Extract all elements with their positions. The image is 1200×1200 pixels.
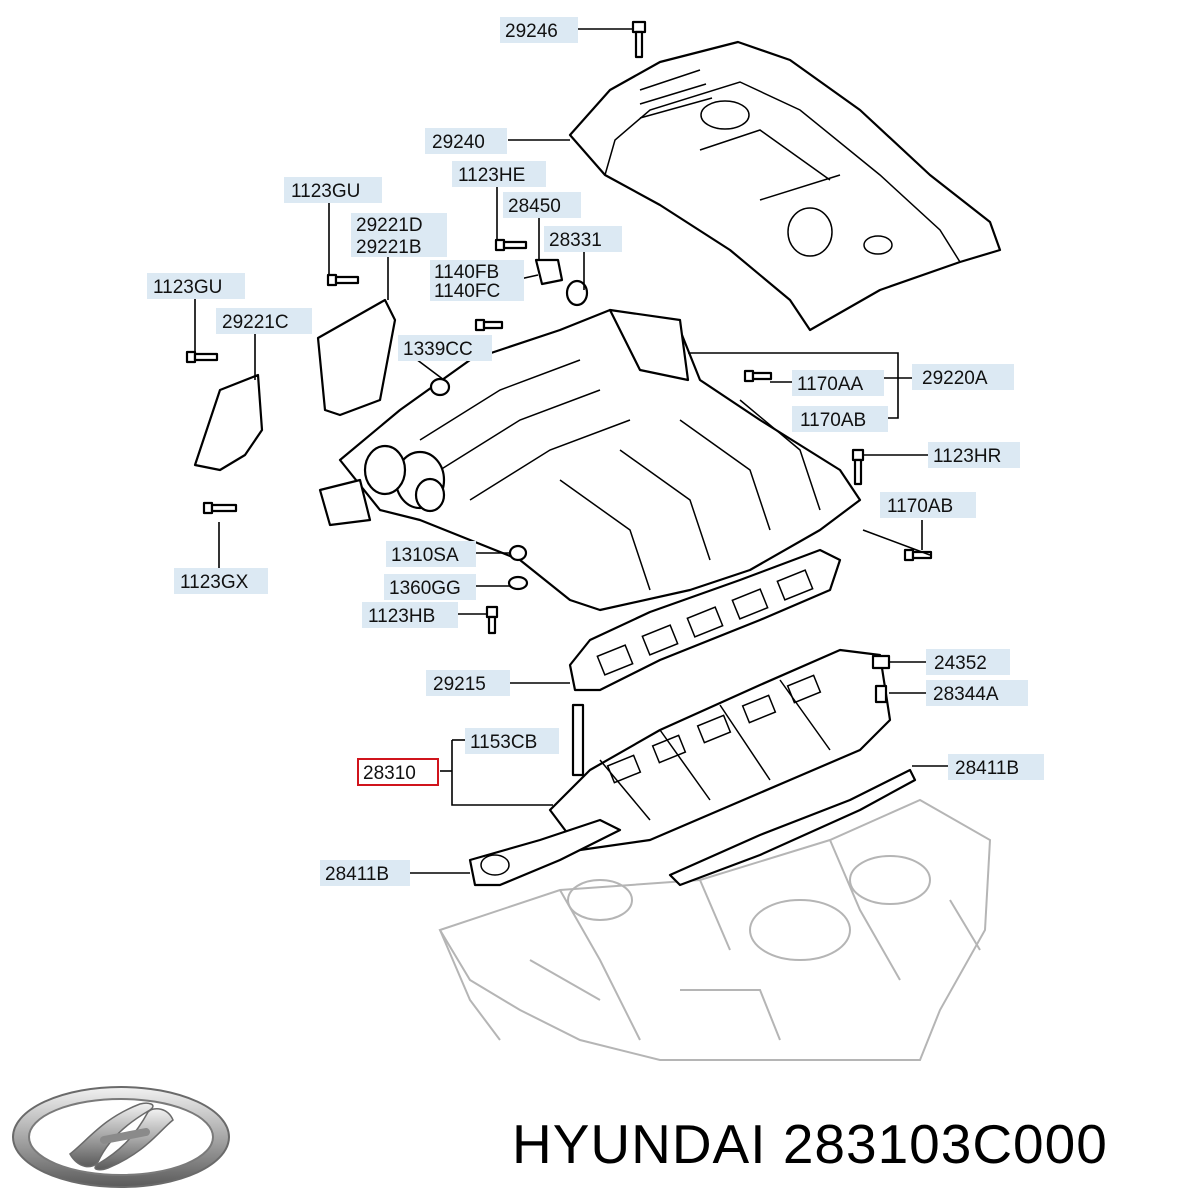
callout-label: 29246: [505, 21, 558, 42]
callout-label: 1170AB: [800, 410, 866, 431]
callout-label: 1360GG: [389, 578, 461, 599]
callout-1170AB-right: 1170AB: [880, 492, 976, 518]
callout-label: 1339CC: [403, 339, 473, 360]
brand-part-heading: HYUNDAI 283103C000: [512, 1112, 1108, 1176]
callout-1123GU-top: 1123GU: [284, 177, 382, 203]
callout-label: 1123HR: [933, 446, 1001, 467]
callout-1170AA: 1170AA: [792, 370, 884, 396]
callout-label: 28450: [508, 196, 561, 217]
callout-label: 28331: [549, 230, 602, 251]
callout-label: 28344A: [933, 684, 999, 705]
callout-24352: 24352: [926, 649, 1010, 675]
callout-28344A: 28344A: [926, 680, 1028, 706]
callout-29246: 29246: [500, 17, 578, 43]
callout-1153CB: 1153CB: [465, 728, 559, 754]
callout-1123HE: 1123HE: [452, 161, 546, 187]
lower-intake-manifold-drawing: [548, 648, 892, 852]
callout-label: 28310: [363, 763, 416, 784]
callout-1123HB: 1123HB: [362, 602, 458, 628]
engine-cover-drawing: [568, 40, 1002, 332]
callout-label: 29220A: [922, 368, 988, 389]
callout-label: 24352: [934, 653, 987, 674]
callout-1140FB: 1140FB: [430, 260, 524, 283]
callout-label: 29215: [433, 674, 486, 695]
callout-29240: 29240: [425, 128, 507, 154]
callout-label: 29221D: [356, 215, 423, 236]
callout-1123HR: 1123HR: [928, 442, 1020, 468]
callout-1310SA: 1310SA: [386, 541, 476, 567]
gasket-drawing: [568, 548, 842, 692]
callout-label: 28411B: [955, 758, 1019, 779]
callout-29220A: 29220A: [912, 364, 1014, 390]
callout-29221D: 29221D: [351, 213, 447, 236]
brand-name: HYUNDAI: [512, 1113, 767, 1175]
callout-29221C: 29221C: [216, 308, 312, 334]
callout-label: 29240: [432, 132, 485, 153]
bracket-drawing: [193, 298, 397, 472]
callout-1123GX: 1123GX: [174, 568, 268, 594]
callout-label: 29221C: [222, 312, 289, 333]
callout-label: 1310SA: [391, 545, 459, 566]
callout-28331: 28331: [544, 226, 622, 252]
callout-29215: 29215: [426, 670, 510, 696]
side-gasket-drawing: [468, 768, 917, 887]
callout-28310-highlighted: 28310: [357, 758, 439, 786]
fastener-parts-drawing: [185, 20, 933, 704]
callout-label: 1123GU: [153, 277, 222, 298]
callout-1360GG: 1360GG: [384, 574, 476, 600]
callout-1140FC: 1140FC: [430, 279, 524, 302]
callout-label: 28411B: [325, 864, 389, 885]
engine-block-drawing: [438, 798, 992, 1061]
callout-label: 1140FC: [434, 281, 500, 302]
callout-1123GU-left: 1123GU: [147, 273, 245, 299]
callout-label: 1170AA: [797, 374, 864, 395]
callout-label: 1123GU: [291, 181, 360, 202]
callout-28411B-right: 28411B: [948, 754, 1044, 780]
upper-intake-manifold-drawing: [318, 308, 862, 612]
callout-28450: 28450: [503, 192, 581, 218]
callout-label: 1123HB: [368, 606, 435, 627]
callout-label: 1170AB: [887, 496, 953, 517]
callout-29221B: 29221B: [351, 235, 447, 258]
callout-label: 29221B: [356, 237, 422, 258]
callout-1170AB-top: 1170AB: [792, 406, 888, 432]
part-number: 283103C000: [782, 1113, 1108, 1175]
callout-1339CC: 1339CC: [398, 335, 492, 361]
hyundai-logo-icon: [12, 1086, 230, 1188]
callout-label: 1123HE: [458, 165, 525, 186]
leader-lines: [194, 28, 948, 874]
callout-label: 1153CB: [470, 732, 537, 753]
callout-label: 1140FB: [434, 262, 499, 283]
callout-label: 1123GX: [180, 572, 249, 593]
callout-28411B-left: 28411B: [320, 860, 410, 886]
